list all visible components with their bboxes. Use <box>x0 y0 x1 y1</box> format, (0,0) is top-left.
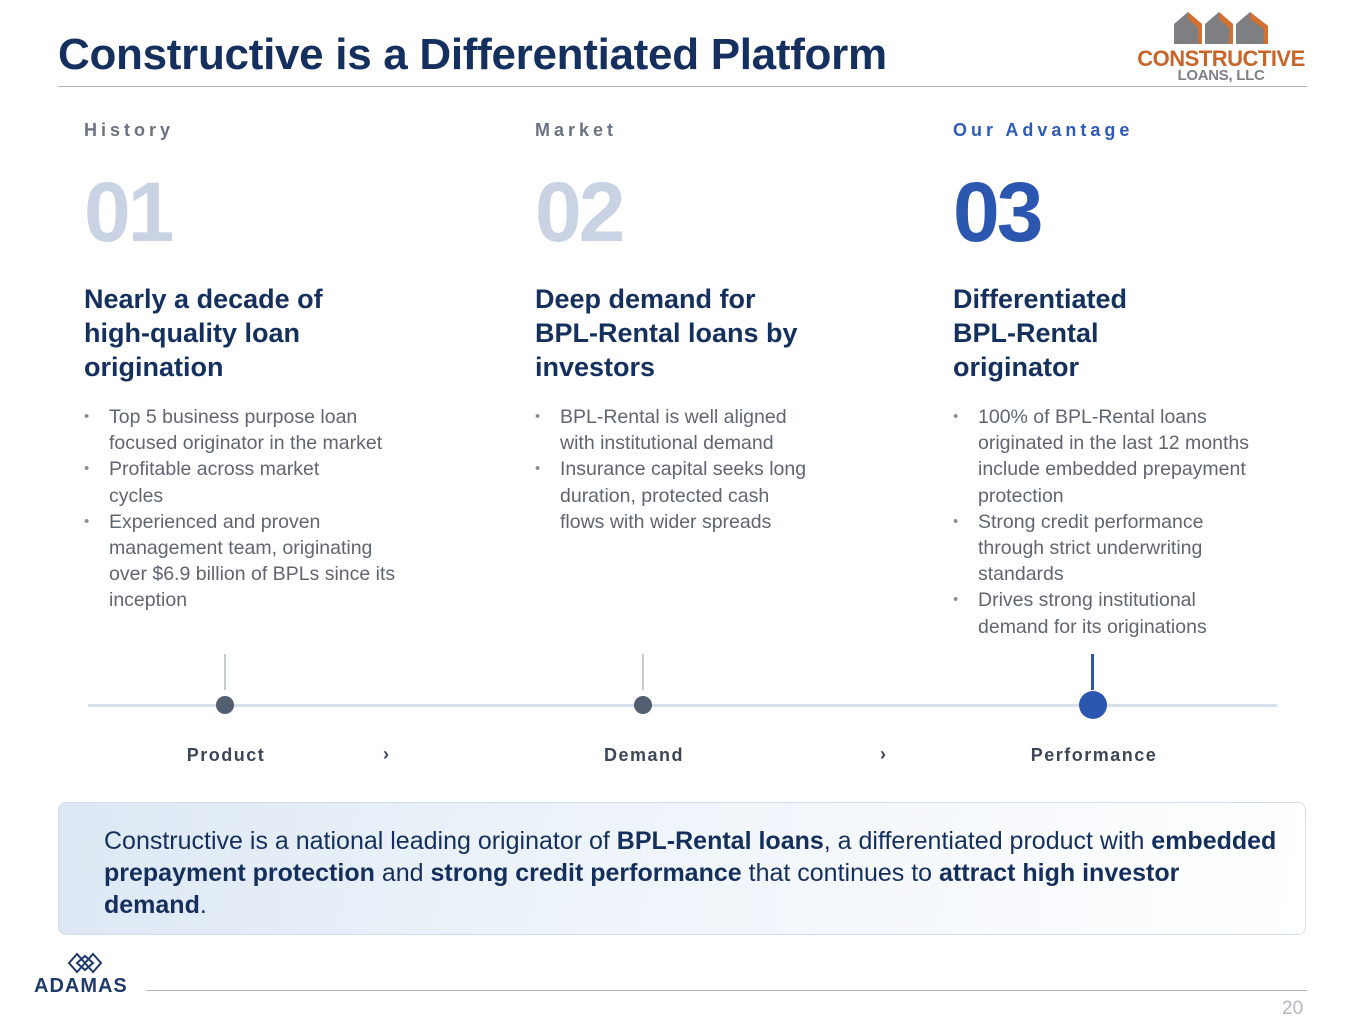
bullet-item: Drives strong institutional demand for i… <box>953 587 1250 639</box>
column-kicker: Our Advantage <box>953 120 1134 140</box>
column-number: 01 <box>84 165 174 259</box>
logo-subtitle: LOANS, LLC <box>1177 67 1265 84</box>
bullet-list: BPL-Rental is well aligned with institut… <box>535 404 865 535</box>
column-our-advantage: Our Advantage 03 Differentiated BPL-Rent… <box>953 120 1293 640</box>
column-number: 02 <box>535 165 625 259</box>
timeline-step-demand: Demand <box>603 745 685 765</box>
column-kicker: Market <box>535 120 618 140</box>
bullet-item: 100% of BPL-Rental loans originated in t… <box>953 404 1272 509</box>
column-number: 03 <box>953 165 1043 259</box>
bullet-item: Profitable across market cycles <box>84 456 369 508</box>
timeline-connector <box>224 654 226 690</box>
column-heading: Differentiated BPL-Rental originator <box>953 284 1128 382</box>
footer-brand: ADAMAS <box>34 975 128 997</box>
adamas-logo: ADAMAS <box>34 950 144 1000</box>
timeline-step-product: Product <box>186 745 266 765</box>
column-heading: Nearly a decade of high-quality loan ori… <box>84 284 323 382</box>
bullet-list: 100% of BPL-Rental loans originated in t… <box>953 404 1293 640</box>
column-kicker: History <box>84 120 175 140</box>
bullet-item: Top 5 business purpose loan focused orig… <box>84 404 389 456</box>
bullet-item: BPL-Rental is well aligned with institut… <box>535 404 810 456</box>
title-divider <box>58 86 1307 87</box>
timeline-step-performance: Performance <box>1030 745 1158 765</box>
bullet-item: Strong credit performance through strict… <box>953 509 1250 588</box>
timeline-dot <box>634 696 652 714</box>
timeline-connector <box>642 654 644 690</box>
timeline-dot-active <box>1079 691 1107 719</box>
column-market: Market 02 Deep demand for BPL-Rental loa… <box>535 120 865 535</box>
bullet-list: Top 5 business purpose loan focused orig… <box>84 404 414 614</box>
constructive-logo: CONSTRUCTIVE LOANS, LLC <box>1132 8 1312 88</box>
summary-callout: Constructive is a national leading origi… <box>58 802 1306 935</box>
page-number: 20 <box>1282 998 1304 1019</box>
summary-text: Constructive is a national leading origi… <box>104 827 1277 919</box>
column-history: History 01 Nearly a decade of high-quali… <box>84 120 444 614</box>
chevron-right-icon: › <box>383 744 389 764</box>
logo-wordmark: CONSTRUCTIVE <box>1137 46 1305 71</box>
column-heading: Deep demand for BPL-Rental loans by inve… <box>535 284 798 382</box>
timeline-track <box>88 704 1277 707</box>
adamas-diamond-icon <box>67 952 103 974</box>
chevron-right-icon: › <box>880 744 886 764</box>
page-title: Constructive is a Differentiated Platfor… <box>58 30 887 79</box>
bullet-item: Experienced and proven management team, … <box>84 509 411 614</box>
timeline: Product › Demand › Performance <box>0 650 1365 780</box>
timeline-dot <box>216 696 234 714</box>
bullet-item: Insurance capital seeks long duration, p… <box>535 456 810 535</box>
timeline-connector <box>1091 654 1094 690</box>
footer-divider <box>146 990 1307 991</box>
constructive-roof-icon <box>1174 12 1268 44</box>
